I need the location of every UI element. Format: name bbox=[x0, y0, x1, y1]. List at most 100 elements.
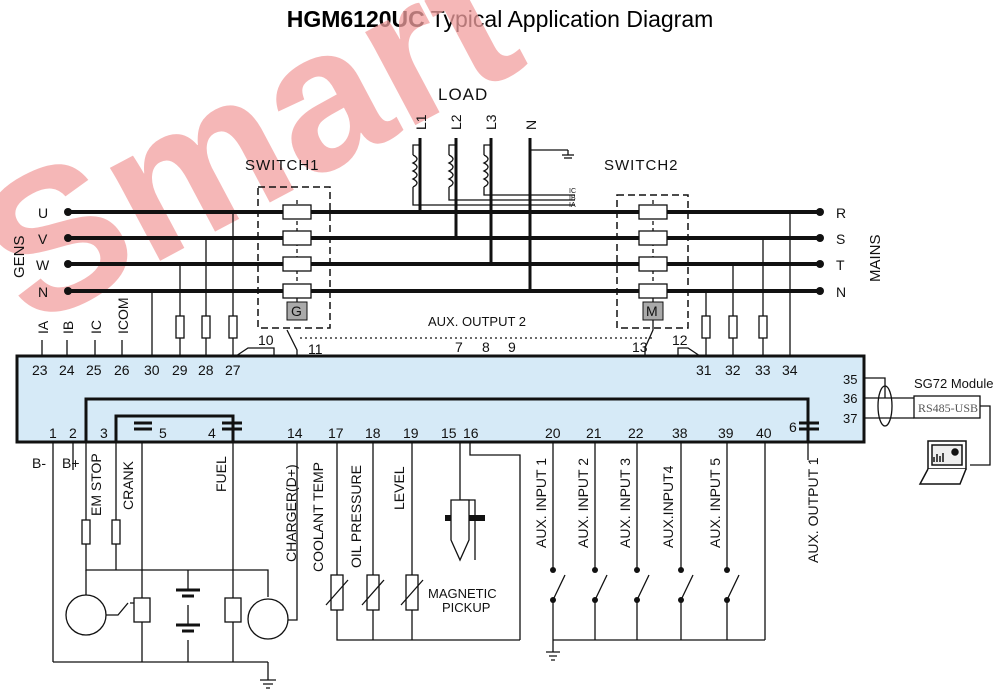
load-l3: L3 bbox=[483, 114, 499, 130]
load-n: N bbox=[523, 120, 539, 130]
switch1-contacts bbox=[282, 200, 312, 302]
sg72-module-label: SG72 Module bbox=[914, 376, 994, 391]
label-aux-input-4: AUX.INPUT4 bbox=[660, 465, 676, 548]
label-pickup: PICKUP bbox=[442, 600, 490, 615]
terminal-40: 40 bbox=[756, 425, 772, 441]
mains-label: MAINS bbox=[867, 234, 884, 282]
terminal-20: 20 bbox=[545, 425, 561, 441]
mains-phase-t: T bbox=[836, 257, 845, 273]
power-buses bbox=[64, 208, 824, 295]
terminal-7: 7 bbox=[455, 339, 463, 355]
ct-label-ia: IA bbox=[569, 202, 576, 209]
label-ib: IB bbox=[60, 321, 76, 334]
current-transformers: IC IB IA bbox=[411, 144, 576, 209]
label-aux-output-1: AUX. OUTPUT 1 bbox=[805, 457, 821, 563]
terminal-27: 27 bbox=[225, 362, 241, 378]
mains-phase-r: R bbox=[836, 205, 846, 221]
terminal-18: 18 bbox=[365, 425, 381, 441]
terminal-25: 25 bbox=[86, 362, 102, 378]
terminal-12: 12 bbox=[672, 332, 688, 348]
label-em-stop: EM STOP bbox=[88, 453, 104, 516]
label-aux-input-2: AUX. INPUT 2 bbox=[575, 458, 591, 548]
terminal-9: 9 bbox=[508, 339, 516, 355]
terminal-32: 32 bbox=[725, 362, 741, 378]
switch2-box bbox=[616, 194, 689, 329]
terminal-10: 10 bbox=[258, 332, 274, 348]
load-lines: L1 L2 L3 N bbox=[413, 114, 574, 291]
terminal-2: 2 bbox=[69, 425, 77, 441]
label-aux-input-3: AUX. INPUT 3 bbox=[617, 458, 633, 548]
terminal-21: 21 bbox=[586, 425, 602, 441]
label-oil-pressure: OIL PRESSURE bbox=[348, 465, 364, 568]
rs485-usb-box bbox=[913, 395, 981, 419]
terminal-39: 39 bbox=[718, 425, 734, 441]
switch2-contacts bbox=[638, 200, 668, 302]
model-name: HGM6120UC bbox=[286, 6, 425, 32]
label-magnetic: MAGNETIC bbox=[428, 586, 497, 601]
terminal-34: 34 bbox=[782, 362, 798, 378]
label-coolant-temp: COOLANT TEMP bbox=[310, 462, 326, 572]
label-ic: IC bbox=[88, 320, 104, 334]
terminal-24: 24 bbox=[59, 362, 75, 378]
label-fuel: FUEL bbox=[213, 456, 229, 492]
diagram-title: HGM6120UC Typical Application Diagram bbox=[0, 6, 1000, 33]
bottom-terminal-numbers: 1 2 3 5 4 14 17 18 19 15 16 20 21 22 38 … bbox=[49, 419, 797, 441]
bottom-wiring bbox=[52, 442, 809, 689]
terminal-14: 14 bbox=[287, 425, 303, 441]
switch1-box bbox=[257, 186, 331, 329]
switch-contact-dots bbox=[550, 567, 730, 603]
gens-phase-v: V bbox=[38, 231, 48, 247]
terminal-30: 30 bbox=[144, 362, 160, 378]
terminal-23: 23 bbox=[32, 362, 48, 378]
label-charger: CHARGER(D+) bbox=[283, 464, 299, 562]
gens-phase-n: N bbox=[38, 284, 48, 300]
terminal-35: 35 bbox=[843, 372, 857, 387]
mains-phase-s: S bbox=[836, 231, 845, 247]
label-icom: ICOM bbox=[115, 297, 131, 334]
mains-phase-n: N bbox=[836, 284, 846, 300]
load-l2: L2 bbox=[448, 114, 464, 130]
terminal-1: 1 bbox=[49, 425, 57, 441]
terminal-8: 8 bbox=[482, 339, 490, 355]
controller-internals bbox=[134, 421, 819, 431]
terminal-13: 13 bbox=[632, 339, 648, 355]
terminal-4: 4 bbox=[208, 425, 216, 441]
gens-phase-u: U bbox=[38, 205, 48, 221]
label-aux-input-5: AUX. INPUT 5 bbox=[707, 458, 723, 548]
title-text: Typical Application Diagram bbox=[424, 6, 714, 32]
label-level: LEVEL bbox=[391, 466, 407, 510]
terminal-5: 5 bbox=[159, 425, 167, 441]
switch1-label: SWITCH1 bbox=[245, 157, 320, 174]
terminal-26: 26 bbox=[114, 362, 130, 378]
terminal-17: 17 bbox=[328, 425, 344, 441]
label-b-plus: B+ bbox=[62, 455, 80, 471]
terminal-36: 36 bbox=[843, 391, 857, 406]
gen-coil-label: G bbox=[291, 303, 302, 319]
label-aux-input-1: AUX. INPUT 1 bbox=[533, 458, 549, 548]
laptop-icon bbox=[918, 440, 967, 485]
terminal-29: 29 bbox=[172, 362, 188, 378]
label-crank: CRANK bbox=[120, 460, 136, 510]
watermark: Smart bbox=[0, 0, 551, 368]
terminal-28: 28 bbox=[198, 362, 214, 378]
terminal-15: 15 bbox=[441, 425, 457, 441]
terminal-11: 11 bbox=[308, 341, 323, 357]
terminal-31: 31 bbox=[696, 362, 712, 378]
rs485-usb-label: RS485-USB bbox=[918, 401, 978, 415]
ct-label-ib: IB bbox=[569, 195, 576, 202]
label-b-minus: B- bbox=[32, 455, 46, 471]
label-ia: IA bbox=[35, 320, 51, 334]
terminal-19: 19 bbox=[403, 425, 419, 441]
top-terminal-numbers: 23 24 25 26 30 29 28 27 31 32 33 34 10 1… bbox=[32, 332, 857, 426]
load-label: LOAD bbox=[438, 85, 488, 104]
terminal-37: 37 bbox=[843, 411, 857, 426]
gens-label: GENS bbox=[11, 235, 28, 278]
terminal-22: 22 bbox=[628, 425, 644, 441]
terminal-33: 33 bbox=[755, 362, 771, 378]
comm-wiring bbox=[864, 377, 991, 466]
terminal-6: 6 bbox=[789, 419, 797, 435]
terminal-38: 38 bbox=[672, 425, 688, 441]
gens-phase-w: W bbox=[36, 257, 50, 273]
aux-output2-label: AUX. OUTPUT 2 bbox=[428, 314, 526, 329]
